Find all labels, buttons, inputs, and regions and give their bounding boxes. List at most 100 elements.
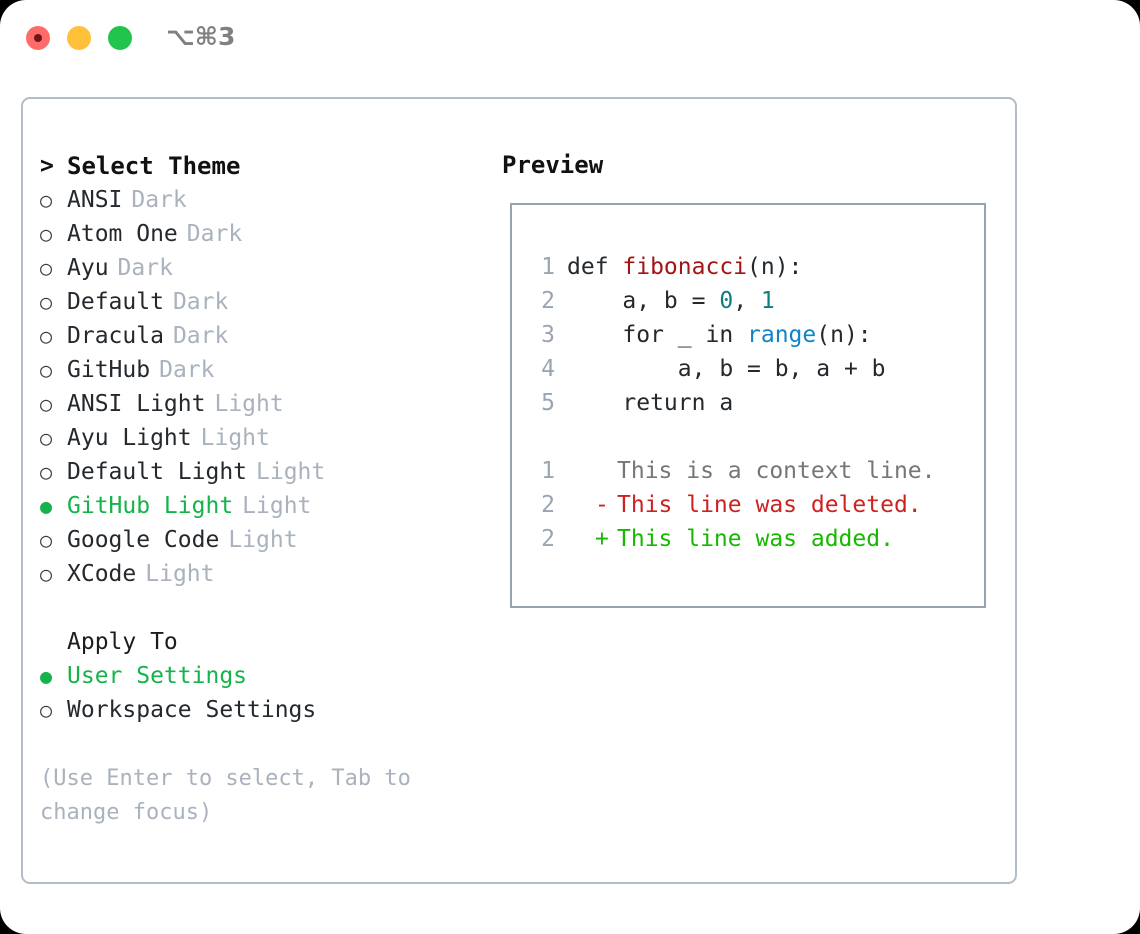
radio-selected-icon: ● [40, 664, 53, 688]
code-token-call: range [747, 322, 817, 348]
theme-variant-tag: Dark [117, 255, 173, 281]
line-number: 2 [541, 526, 555, 552]
line-number: 3 [541, 322, 555, 348]
radio-unselected-icon: ○ [40, 698, 53, 722]
code-token-plain: (n): [816, 322, 872, 348]
line-number: 4 [541, 356, 555, 382]
theme-option-label: Atom One [67, 221, 178, 247]
theme-variant-tag: Light [242, 493, 312, 519]
radio-unselected-icon: ○ [40, 222, 53, 246]
theme-option-label: GitHub [67, 357, 151, 383]
radio-unselected-icon: ○ [40, 528, 53, 552]
theme-option-label: GitHub Light [67, 493, 234, 519]
code-line: 1 def fibonacci(n): [527, 250, 936, 284]
apply-to-label: Apply To [67, 629, 178, 655]
theme-variant-tag: Light [256, 459, 326, 485]
code-line: 4 a, b = b, a + b [527, 352, 936, 386]
code-token-plain: (n): [747, 254, 803, 280]
apply-to-option-label: User Settings [67, 663, 248, 689]
theme-variant-tag: Light [145, 561, 215, 587]
line-number: 5 [541, 390, 555, 416]
theme-option-github[interactable]: ○ GitHub Dark [40, 353, 490, 387]
theme-option-google-code[interactable]: ○ Google Code Light [40, 523, 490, 557]
code-token-plain: , [733, 288, 761, 314]
close-button-icon[interactable] [26, 26, 50, 50]
code-blank-line [527, 420, 936, 454]
code-line-text: a, b = 0, 1 [567, 284, 775, 318]
apply-to-option-user-settings[interactable]: ● User Settings [40, 659, 490, 693]
theme-variant-tag: Dark [172, 323, 229, 349]
theme-variant-tag: Dark [131, 187, 187, 213]
window-controls [26, 26, 132, 50]
theme-option-ayu[interactable]: ○ Ayu Dark [40, 251, 490, 285]
theme-option-label: Ayu Light [67, 425, 192, 451]
diff-marker-icon: + [595, 526, 609, 552]
page-title: Select Theme [67, 152, 241, 180]
code-line: 2 a, b = 0, 1 [527, 284, 936, 318]
theme-option-label: ANSI [67, 187, 123, 213]
apply-to-heading: Apply To [40, 625, 490, 659]
theme-variant-tag: Dark [172, 289, 229, 315]
keyboard-shortcut-label: ⌥⌘3 [166, 22, 236, 51]
apply-to-option-workspace-settings[interactable]: ○ Workspace Settings [40, 693, 490, 727]
title-bar: ⌥⌘3 [0, 0, 1140, 78]
diff-marker-icon: - [595, 492, 609, 518]
diff-line-text: This line was added. [617, 526, 894, 552]
theme-option-label: Default Light [67, 459, 248, 485]
theme-option-ayu-light[interactable]: ○ Ayu Light Light [40, 421, 490, 455]
radio-unselected-icon: ○ [40, 324, 53, 348]
theme-option-label: ANSI Light [67, 391, 206, 417]
diff-line-text: This line was deleted. [617, 492, 922, 518]
zoom-button-icon[interactable] [108, 26, 132, 50]
code-token-plain: def [567, 254, 623, 280]
theme-option-default-light[interactable]: ○ Default Light Light [40, 455, 490, 489]
hint-text: (Use Enter to select, Tab to change focu… [40, 766, 411, 825]
radio-unselected-icon: ○ [40, 392, 53, 416]
theme-variant-tag: Light [228, 527, 298, 553]
theme-option-label: Ayu [67, 255, 109, 281]
code-token-fn: fibonacci [622, 254, 748, 280]
theme-list-heading: > Select Theme [40, 149, 490, 183]
line-number: 1 [541, 458, 555, 484]
radio-unselected-icon: ○ [40, 460, 53, 484]
list-spacer [40, 591, 490, 625]
code-line: 5 return a [527, 386, 936, 420]
theme-option-ansi-light[interactable]: ○ ANSI Light Light [40, 387, 490, 421]
theme-variant-tag: Dark [159, 357, 215, 383]
code-line-text: def fibonacci(n): [567, 250, 802, 284]
theme-option-label: XCode [67, 561, 137, 587]
radio-unselected-icon: ○ [40, 256, 53, 280]
code-line-text: a, b = b, a + b [567, 352, 886, 386]
code-token-num: 0 [719, 288, 734, 314]
theme-variant-tag: Light [214, 391, 284, 417]
code-line: 3 for _ in range(n): [527, 318, 936, 352]
radio-unselected-icon: ○ [40, 426, 53, 450]
code-token-num: 1 [760, 288, 775, 314]
theme-variant-tag: Light [200, 425, 270, 451]
code-line-text: return a [567, 386, 733, 420]
line-number: 1 [541, 254, 555, 280]
code-line-text: for _ in range(n): [567, 318, 872, 352]
apply-to-option-label: Workspace Settings [67, 697, 317, 723]
minimize-button-icon[interactable] [67, 26, 91, 50]
radio-selected-icon: ● [40, 494, 53, 518]
preview-heading: Preview [502, 151, 604, 179]
code-token-plain: a, b = b, a + b [567, 356, 886, 382]
theme-option-label: Default [67, 289, 164, 315]
radio-unselected-icon: ○ [40, 358, 53, 382]
theme-option-label: Google Code [67, 527, 220, 553]
diff-line-context: 1 This is a context line. [527, 454, 935, 488]
diff-marker-icon [595, 454, 617, 488]
code-token-plain: for _ in [567, 322, 748, 348]
theme-option-github-light[interactable]: ● GitHub Light Light [40, 489, 490, 523]
